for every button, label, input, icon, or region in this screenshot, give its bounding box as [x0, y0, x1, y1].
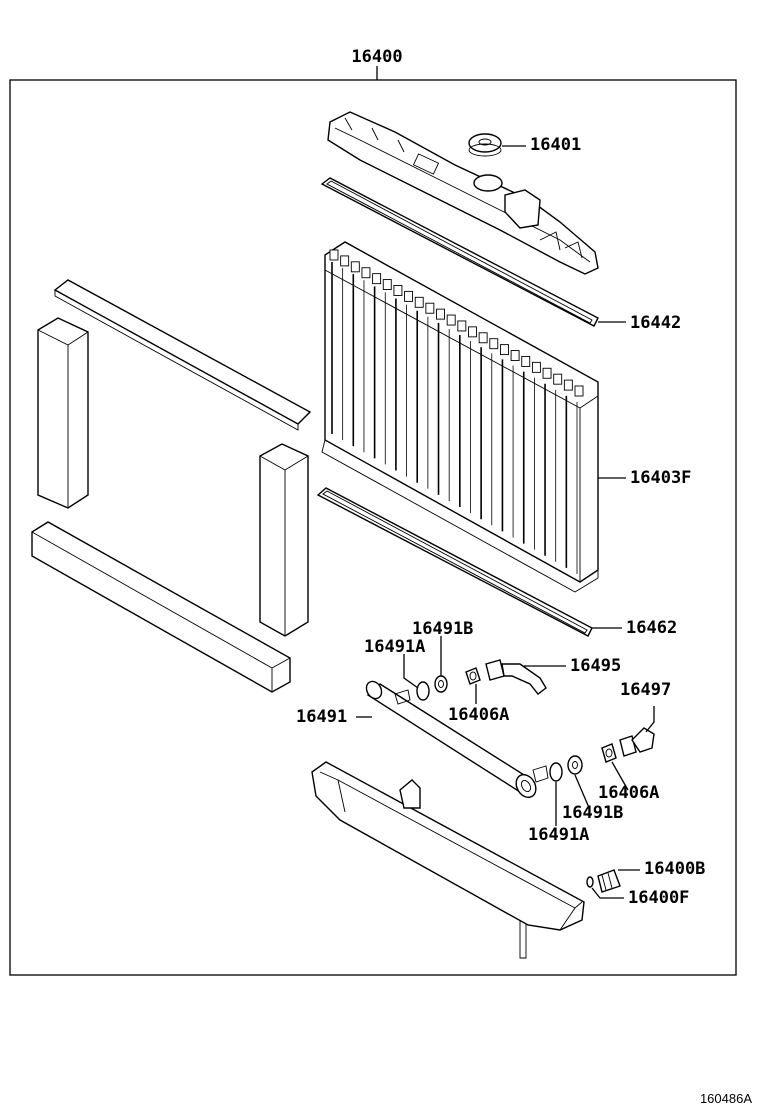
upper-gasket [320, 177, 599, 327]
figure-code: 160486A [700, 1091, 752, 1106]
callout-16406A-bottom: 16406A [598, 783, 659, 803]
callout-16497: 16497 [620, 680, 671, 700]
drain-plug-16400B [597, 869, 621, 893]
upper-tank [327, 111, 599, 275]
hose-fitting-16495 [485, 659, 547, 695]
gasket-16491A-bottom [549, 762, 563, 782]
seal-strip-bottom [31, 521, 291, 693]
callout-16403F: 16403F [630, 468, 691, 488]
leader-16406A-bottom [611, 761, 629, 791]
washer-16491B-bottom [567, 755, 583, 775]
union-16406A-bottom [601, 743, 617, 763]
callout-16401: 16401 [530, 135, 581, 155]
leader-16491A-top [403, 654, 419, 689]
washer-16491B-top [434, 675, 448, 693]
callout-16491A-top: 16491A [364, 637, 425, 657]
assembly-label: 16400 [351, 47, 402, 67]
radiator-core [321, 241, 599, 593]
hose-fitting-16497 [619, 727, 655, 757]
leader-16491B-bottom [574, 774, 591, 811]
seal-strip-top [53, 279, 312, 431]
seal-block-right [259, 443, 309, 637]
radiator-cap [468, 133, 502, 157]
callout-16495: 16495 [570, 656, 621, 676]
callout-16491A-bottom: 16491A [528, 825, 589, 845]
diagram-frame [9, 79, 737, 976]
gasket-16491A-top [416, 681, 430, 701]
callout-16442: 16442 [630, 313, 681, 333]
callout-16406A-top: 16406A [448, 705, 509, 725]
radiator-fins [329, 249, 584, 574]
o-ring-16400F [586, 876, 594, 888]
lower-tank [311, 761, 585, 959]
leader-16400F [591, 887, 624, 899]
union-16406A-top [465, 667, 481, 685]
callout-16400B: 16400B [644, 859, 705, 879]
oil-cooler-pipe [365, 680, 549, 799]
leader-16497 [645, 706, 655, 733]
callout-16491: 16491 [296, 707, 347, 727]
callout-16491B-top: 16491B [412, 619, 473, 639]
callout-16462: 16462 [626, 618, 677, 638]
callout-16491B-bottom: 16491B [562, 803, 623, 823]
callout-16400F: 16400F [628, 888, 689, 908]
seal-block-left [37, 317, 89, 509]
